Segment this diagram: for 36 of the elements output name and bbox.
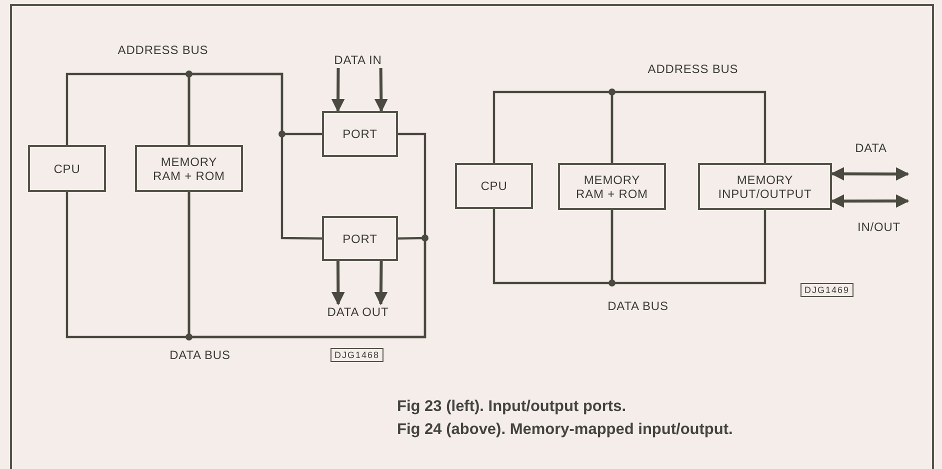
block-label: PORT <box>342 232 378 246</box>
caption: Fig 24 (above). Memory-mapped input/output. <box>397 421 733 439</box>
figure-code: DJG1468 <box>330 348 384 362</box>
arrow <box>331 68 345 112</box>
signal-label: DATA OUT <box>320 304 396 320</box>
block-box <box>558 163 666 210</box>
block-label: MEMORY RAM + ROM <box>576 172 648 200</box>
block-label: CPU <box>52 162 82 176</box>
signal-label: DATA IN <box>320 52 396 68</box>
signal-label: DATA <box>855 141 887 155</box>
block-label: CPU <box>480 179 508 193</box>
block-box <box>322 216 398 261</box>
block-box <box>135 145 243 192</box>
block-label: MEMORY INPUT/OUTPUT <box>717 172 813 200</box>
block-label: PORT <box>342 127 378 141</box>
block-box <box>322 111 398 157</box>
caption: Fig 23 (left). Input/output ports. <box>397 398 626 416</box>
figure-code: DJG1469 <box>800 283 854 297</box>
signal-label: IN/OUT <box>857 220 901 234</box>
arrow <box>830 167 910 181</box>
block-box <box>455 163 533 209</box>
bus-line <box>188 72 322 240</box>
bus-line <box>188 192 426 338</box>
arrow <box>830 194 910 208</box>
arrow <box>331 260 345 306</box>
bus-label: ADDRESS BUS <box>118 43 208 57</box>
block-label: MEMORY RAM + ROM <box>153 154 225 182</box>
bus-line <box>610 210 766 284</box>
arrow <box>374 68 388 112</box>
block-box <box>698 163 832 210</box>
bus-label: DATA BUS <box>170 348 230 362</box>
bus-label: DATA BUS <box>608 299 668 313</box>
arrow <box>374 260 388 306</box>
bus-line <box>610 90 766 163</box>
bus-label: ADDRESS BUS <box>648 62 738 76</box>
block-box <box>28 145 106 192</box>
